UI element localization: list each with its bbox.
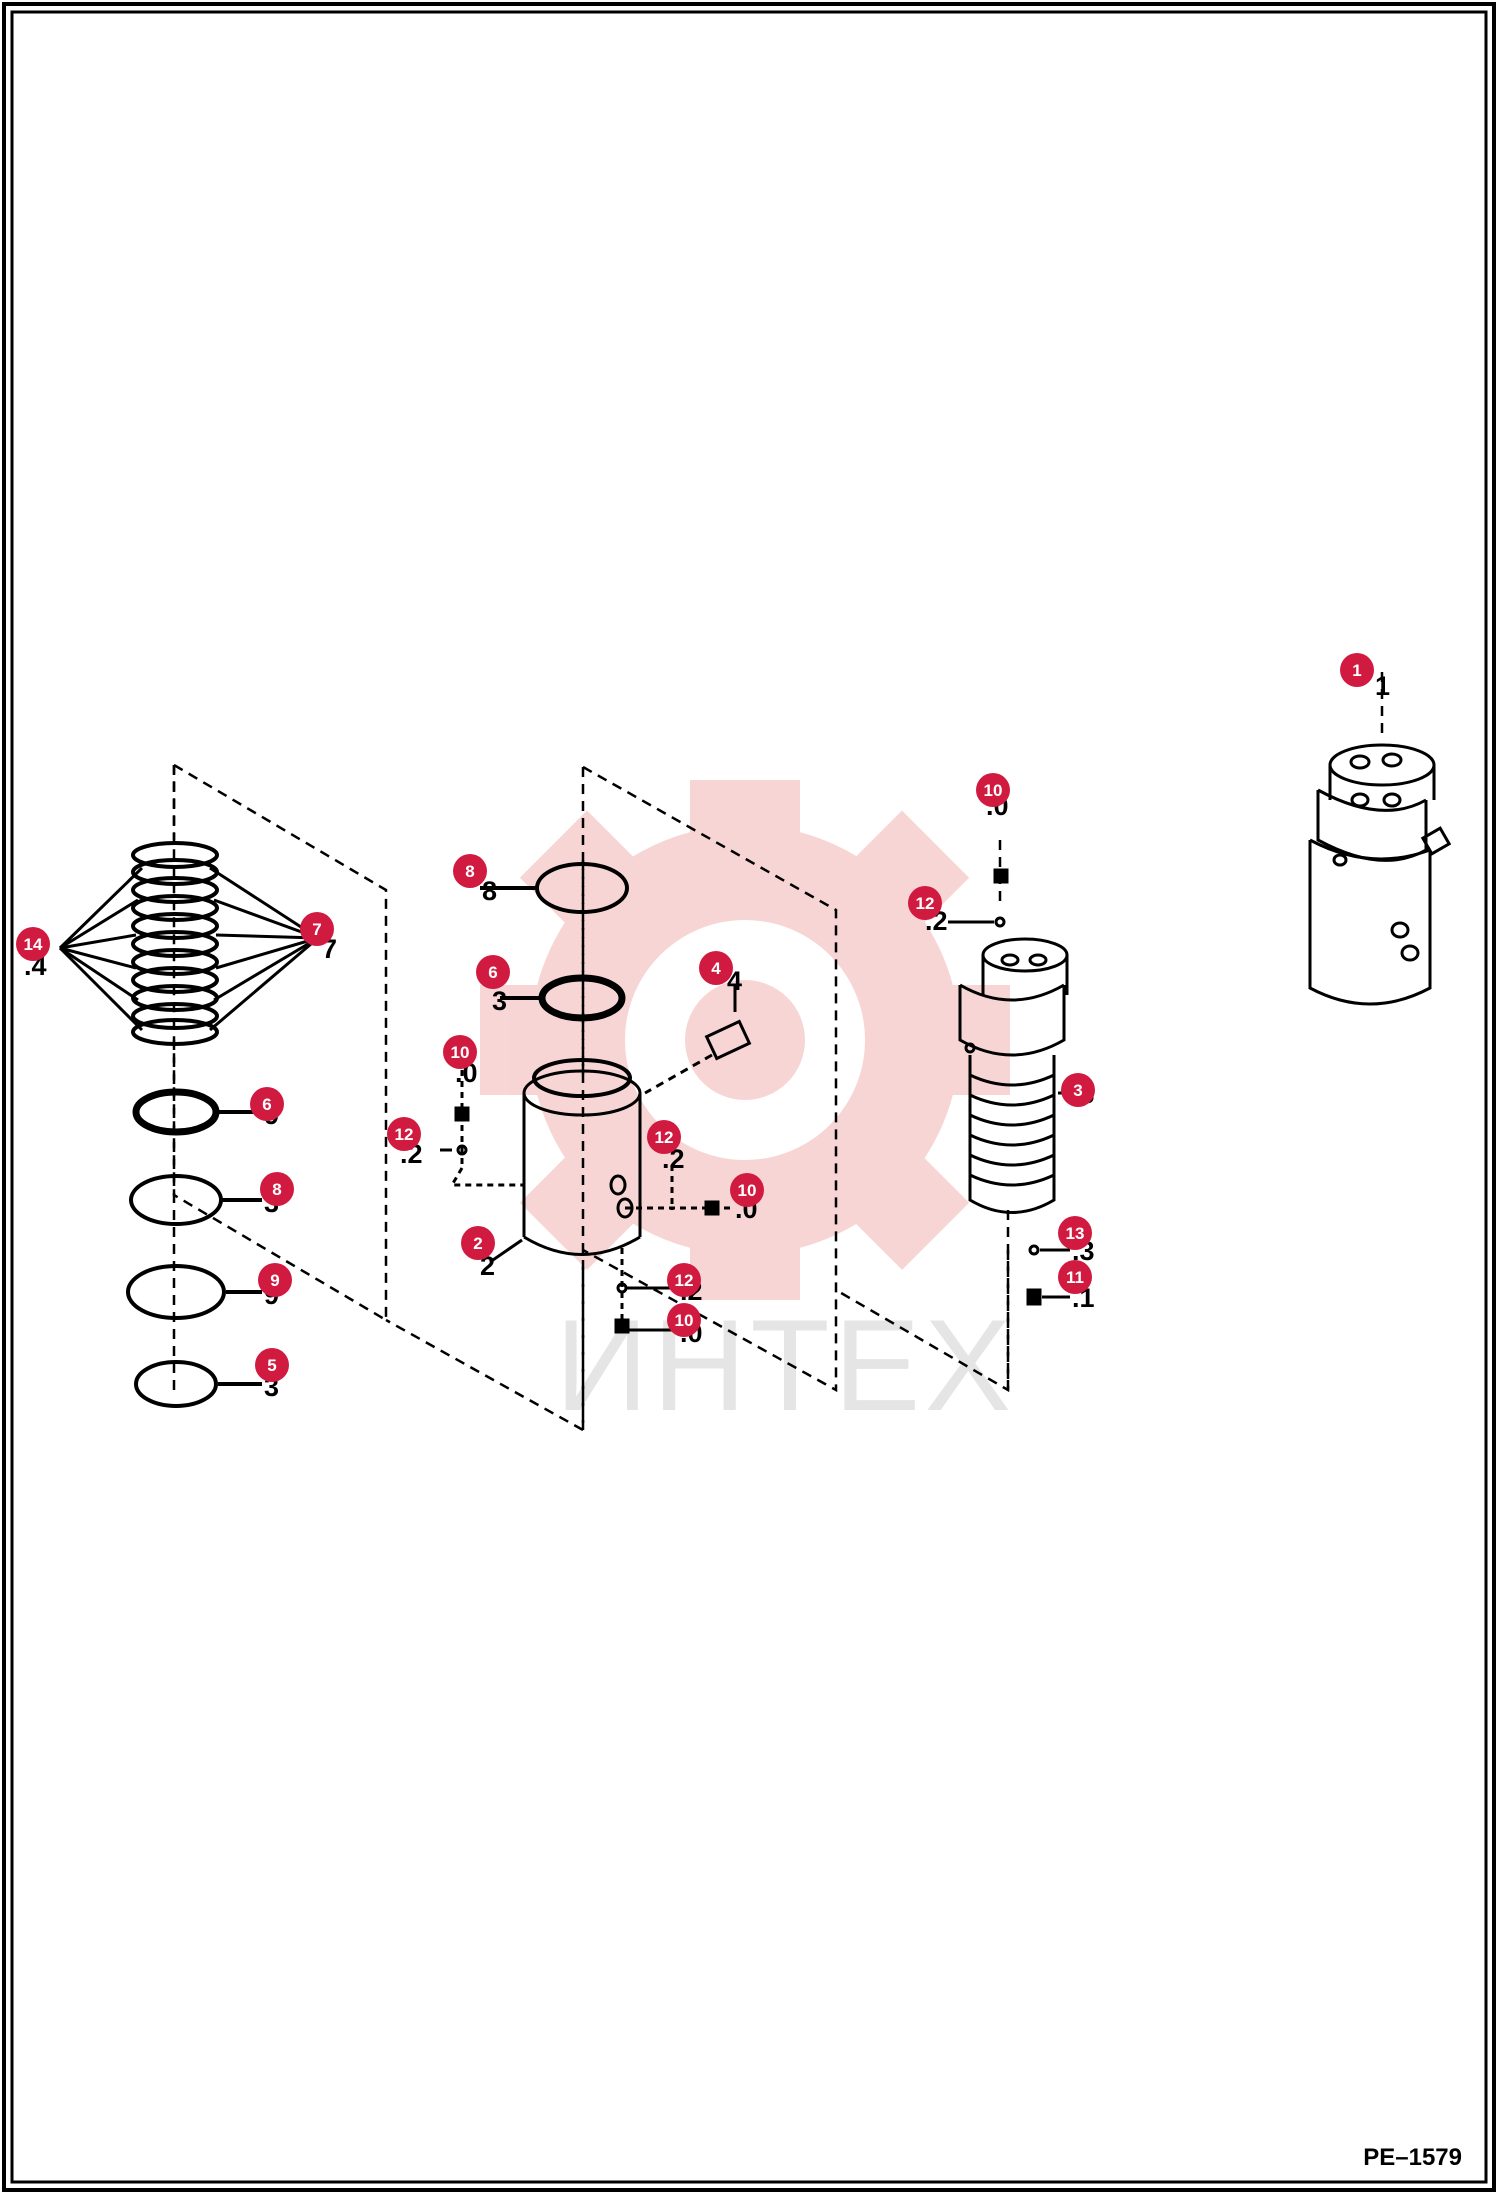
seal-stack: [131, 841, 219, 1046]
callout-10d[interactable]: 10: [976, 773, 1010, 807]
svg-text:6: 6: [488, 963, 497, 982]
svg-text:1: 1: [1375, 671, 1390, 701]
callout-13[interactable]: 13: [1058, 1216, 1092, 1250]
svg-text:10: 10: [738, 1181, 757, 1200]
svg-text:13: 13: [1066, 1224, 1085, 1243]
plug-hardware: [440, 1070, 735, 1334]
callout-8b[interactable]: 8: [260, 1172, 294, 1206]
callout-5[interactable]: 5: [255, 1348, 289, 1382]
left-rings: [126, 1088, 226, 1408]
svg-text:3: 3: [1073, 1081, 1082, 1100]
callout-14[interactable]: 14: [16, 927, 50, 961]
callout-6a[interactable]: 6: [250, 1087, 284, 1121]
watermark: ИНТЕХ: [480, 780, 1015, 1438]
callout-9[interactable]: 9: [258, 1263, 292, 1297]
inner-border: [10, 10, 1488, 2184]
svg-text:6: 6: [262, 1095, 271, 1114]
callout-8a[interactable]: 8: [453, 854, 487, 888]
callout-10c[interactable]: 10: [667, 1303, 701, 1337]
svg-text:12: 12: [395, 1125, 414, 1144]
callout-1[interactable]: 1: [1340, 653, 1374, 687]
svg-text:12: 12: [916, 894, 935, 913]
svg-text:5: 5: [267, 1356, 276, 1375]
callout-2[interactable]: 2: [461, 1226, 495, 1260]
svg-text:2: 2: [473, 1234, 482, 1253]
svg-text:10: 10: [984, 781, 1003, 800]
callouts: 1 2 3 4 5 6 6 7 8 8 9 10 10 10 10 11 12 …: [16, 653, 1374, 1382]
svg-text:1: 1: [1352, 661, 1361, 680]
svg-text:10: 10: [675, 1311, 694, 1330]
svg-text:8: 8: [272, 1180, 281, 1199]
svg-text:12: 12: [655, 1128, 674, 1147]
svg-text:4: 4: [711, 959, 721, 978]
drawing-code: PE–1579: [1363, 2144, 1462, 2171]
callout-12d[interactable]: 12: [908, 886, 942, 920]
svg-text:14: 14: [24, 935, 43, 954]
callout-11[interactable]: 11: [1058, 1260, 1092, 1294]
callout-10a[interactable]: 10: [443, 1035, 477, 1069]
callout-4[interactable]: 4: [699, 951, 733, 985]
svg-text:9: 9: [270, 1271, 279, 1290]
svg-text:8: 8: [482, 876, 497, 906]
watermark-text: ИНТЕХ: [555, 1292, 1015, 1438]
svg-text:11: 11: [1066, 1268, 1084, 1287]
callout-12b[interactable]: 12: [647, 1120, 681, 1154]
left-ring-leaders: [218, 1110, 262, 1386]
svg-text:12: 12: [675, 1271, 694, 1290]
svg-text:3: 3: [492, 986, 507, 1016]
fitting-part: [644, 985, 752, 1095]
callout-7[interactable]: 7: [300, 912, 334, 946]
callout-10b[interactable]: 10: [730, 1173, 764, 1207]
assembled-unit: [1308, 743, 1452, 1006]
housing-assembly: [480, 862, 642, 1264]
svg-text:8: 8: [465, 862, 474, 881]
callout-6b[interactable]: 6: [476, 955, 510, 989]
svg-text:7: 7: [312, 920, 321, 939]
explode-planes: [172, 672, 1384, 1433]
callout-12a[interactable]: 12: [387, 1117, 421, 1151]
svg-text:10: 10: [451, 1043, 470, 1062]
callout-12c[interactable]: 12: [667, 1263, 701, 1297]
callout-3[interactable]: 3: [1061, 1073, 1095, 1107]
seal-leaders: [58, 866, 319, 1032]
